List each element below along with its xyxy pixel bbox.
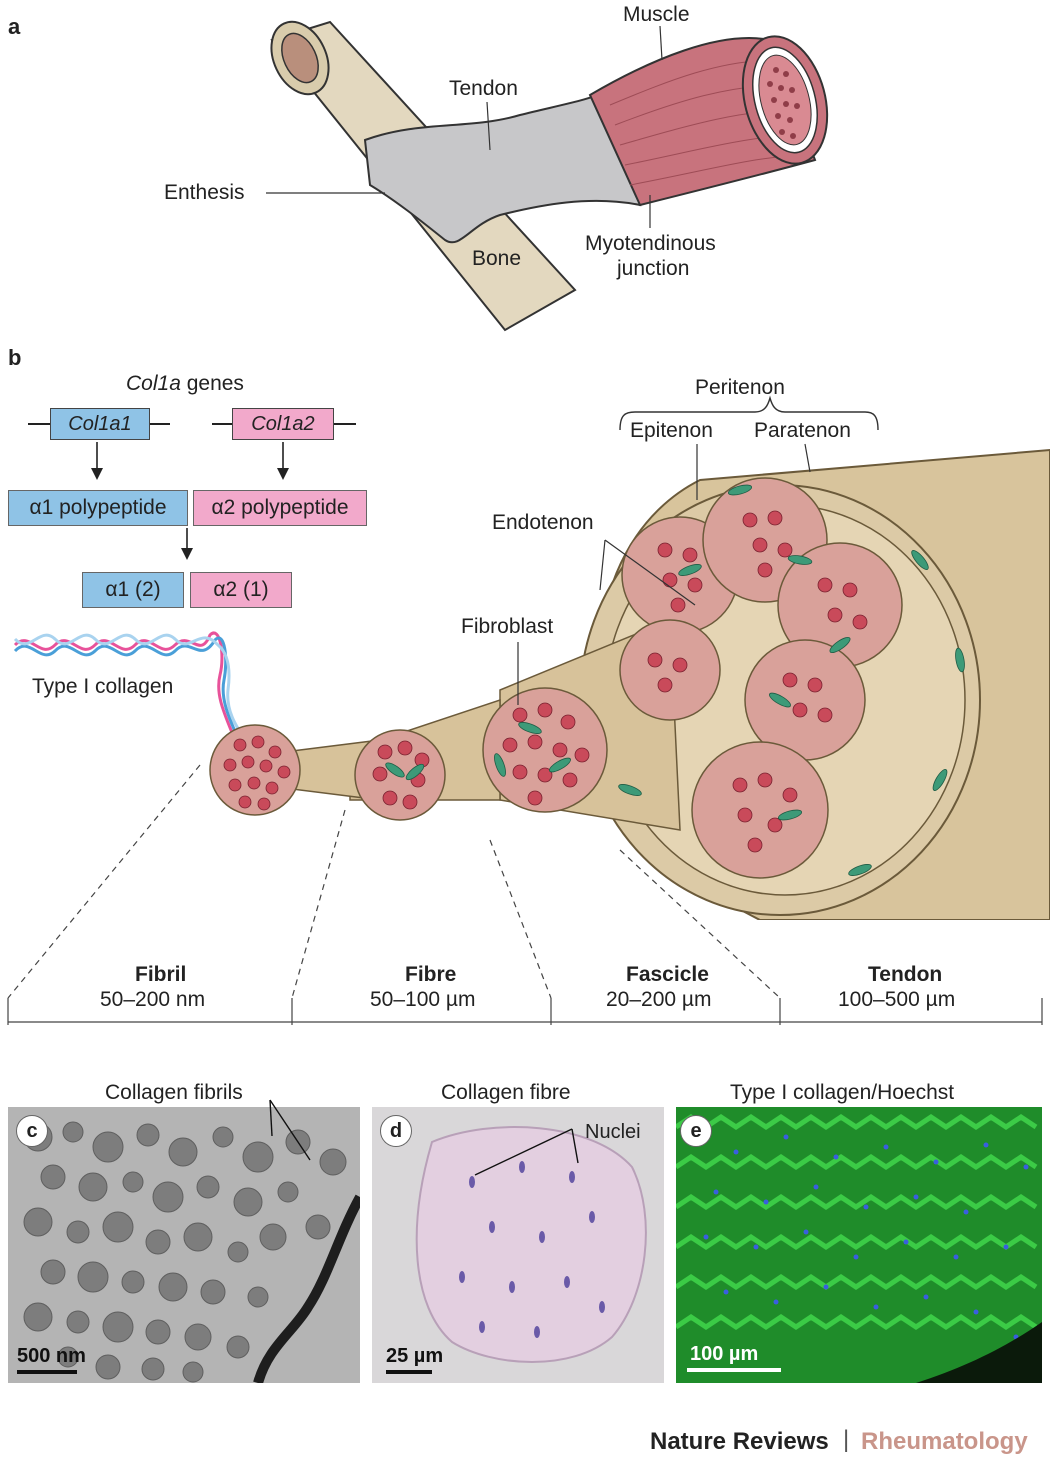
col1a1-gene-box: Col1a1 [50,408,150,440]
panel-c-em-image [8,1107,360,1383]
col1a-genes-heading: Col1a genes [126,373,244,394]
panel-e-scalebar [687,1368,781,1372]
myotendinous-label-line2: junction [617,257,690,280]
panel-d-scalebar-label: 25 µm [386,1345,444,1367]
paratenon-label: Paratenon [754,419,851,442]
scale-projection-lines [7,764,1043,1025]
journal-separator: | [843,1426,850,1453]
alpha2-chain-box: α2 (1) [190,572,292,608]
panel-c-scalebar-label: 500 nm [17,1345,86,1367]
scale-fascicle-name: Fascicle [626,963,709,986]
collagen-triple-helix [13,631,248,744]
journal-section: Rheumatology [861,1428,1028,1455]
col1a2-gene-box: Col1a2 [232,408,334,440]
scale-fibre-name: Fibre [405,963,457,986]
endotenon-label: Endotenon [492,511,594,534]
tendon-label: Tendon [449,77,518,100]
scale-tendon-name: Tendon [868,963,943,986]
panel-d-scalebar [386,1370,432,1374]
alpha1-chain-box: α1 (2) [82,572,184,608]
panel-e-scalebar-label: 100 µm [690,1343,759,1365]
type-i-collagen-hoechst-title: Type I collagen/Hoechst [730,1081,955,1104]
col1a-italic: Col1a [126,372,181,395]
journal-name: Nature Reviews [650,1428,829,1455]
scale-fibril-size: 50–200 nm [100,988,206,1011]
scale-fibre-size: 50–100 µm [370,988,476,1011]
panel-b-letter: b [8,345,22,370]
type-i-collagen-label: Type I collagen [32,675,174,698]
myotendinous-label-line1: Myotendinous [585,232,716,255]
panel-a-illustration [266,20,829,332]
epitenon-label: Epitenon [630,419,713,442]
muscle-shape [588,35,829,207]
tendon-hierarchy-illustration [209,395,1050,920]
collagen-fibre-title: Collagen fibre [441,1081,571,1104]
panel-e-letter: e [680,1115,712,1147]
panel-c-letter: c [16,1115,48,1147]
bone-label: Bone [472,247,522,270]
alpha1-polypeptide-box: α1 polypeptide [8,490,188,526]
scale-fascicle-size: 20–200 µm [606,988,712,1011]
enthesis-label: Enthesis [164,181,245,204]
fibroblast-label: Fibroblast [461,615,554,638]
panel-e-fluorescence-image [676,1107,1042,1383]
muscle-label: Muscle [623,3,690,26]
panel-d-histology-image [372,1107,664,1383]
scale-fibril-name: Fibril [135,963,187,986]
alpha2-polypeptide-box: α2 polypeptide [193,490,367,526]
tendon-shape [363,88,642,244]
scale-tendon-size: 100–500 µm [838,988,956,1011]
collagen-fibrils-title: Collagen fibrils [105,1081,243,1104]
nuclei-label: Nuclei [585,1121,641,1143]
panel-a-letter: a [8,14,21,39]
genes-word: genes [180,372,244,395]
peritenon-label: Peritenon [695,376,785,399]
panel-c-scalebar [17,1370,77,1374]
collagen-fibrils-pointer [269,1099,311,1161]
panel-d-letter: d [380,1115,412,1147]
nuclei-pointer [474,1128,579,1176]
